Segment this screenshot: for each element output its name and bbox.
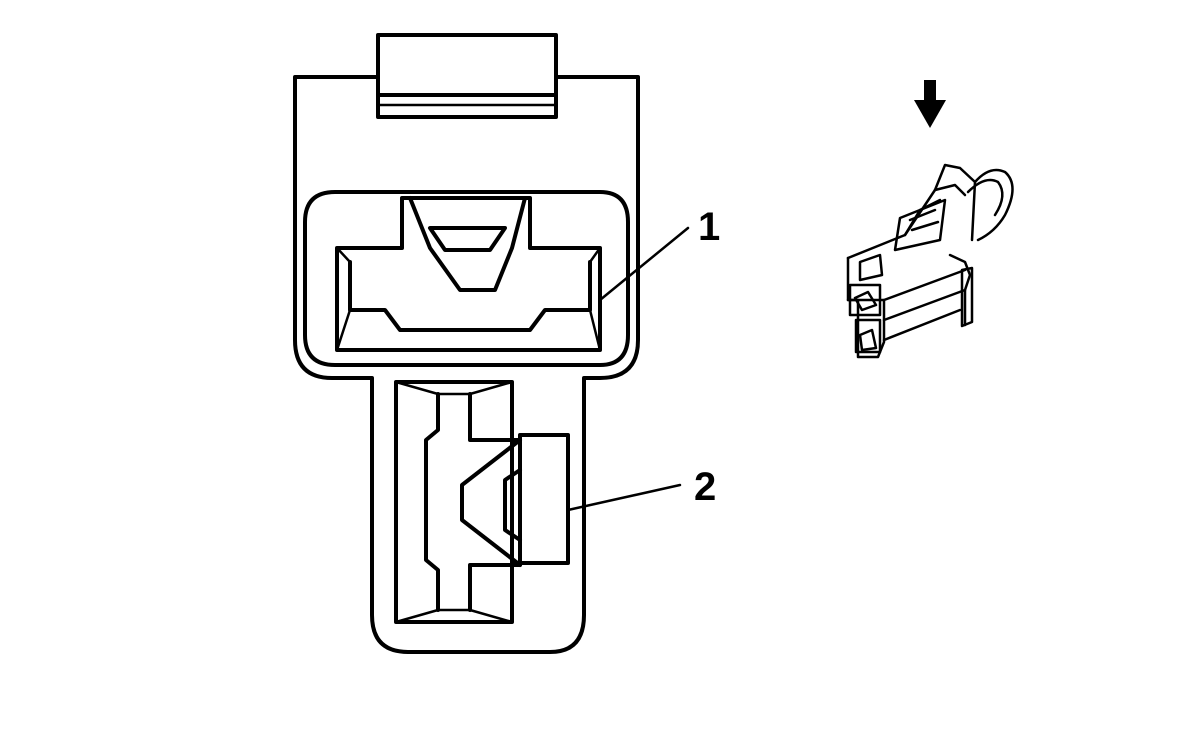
connector-front-view: 1 2	[293, 33, 720, 654]
top-latch-tab	[376, 33, 558, 119]
leader-line-2	[566, 483, 682, 512]
outer-housing	[293, 75, 640, 654]
leader-line-1	[598, 226, 690, 302]
upper-cavity-frame	[303, 190, 630, 367]
callout-label-2: 2	[694, 465, 716, 509]
down-arrow-icon	[914, 80, 946, 128]
callout-label-1: 1	[698, 205, 720, 249]
connector-isometric-view	[846, 163, 1014, 359]
terminal-cavity-1	[335, 196, 602, 352]
terminal-cavity-2	[394, 380, 570, 624]
